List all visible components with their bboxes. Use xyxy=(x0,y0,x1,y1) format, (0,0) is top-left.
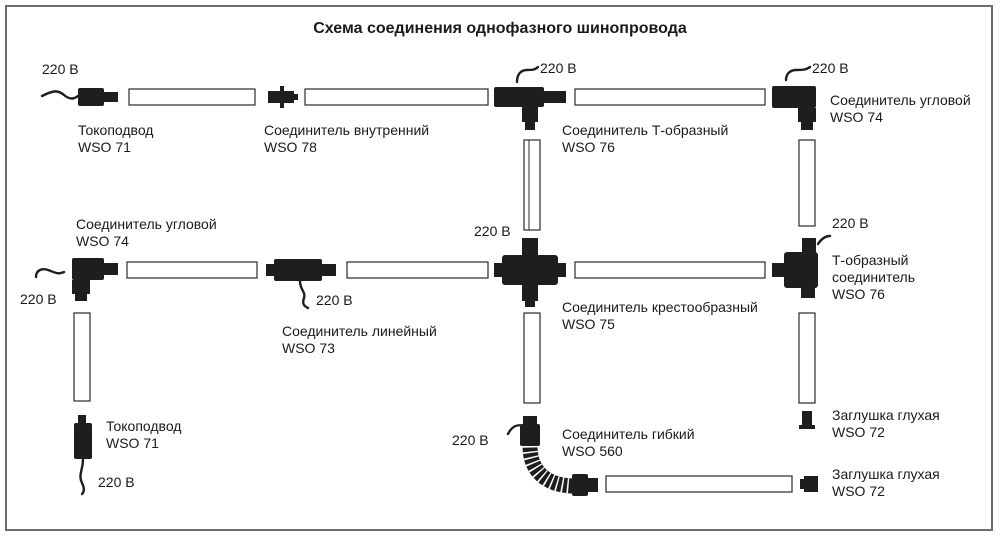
track-bottom xyxy=(605,475,793,493)
tee-connector-top xyxy=(494,65,566,130)
track-mid-3 xyxy=(574,261,766,279)
voltage-label-flex: 220 В xyxy=(452,432,489,448)
track-vert-center-bottom xyxy=(523,312,541,404)
feed-connector-bottom xyxy=(74,415,92,496)
linear-connector xyxy=(266,259,336,310)
flexible-connector xyxy=(506,416,598,496)
voltage-label-tee-top: 220 В xyxy=(540,60,577,76)
feed-connector-top xyxy=(40,88,118,106)
track-vert-right-bottom xyxy=(798,312,816,404)
voltage-label-cross: 220 В xyxy=(474,223,511,239)
track-vert-right-top xyxy=(798,139,816,227)
inner-connector xyxy=(268,86,298,108)
track-top-2 xyxy=(304,88,489,106)
track-mid-1 xyxy=(126,261,258,279)
voltage-label-feed-top: 220 В xyxy=(42,61,79,77)
cross-connector xyxy=(494,238,566,307)
voltage-label-feed-bottom: 220 В xyxy=(98,474,135,490)
voltage-label-corner-top: 220 В xyxy=(812,60,849,76)
voltage-label-corner-left: 220 В xyxy=(20,291,57,307)
diagram-frame xyxy=(5,5,993,531)
corner-connector-top xyxy=(772,65,816,130)
voltage-label-tee-right: 220 В xyxy=(832,215,869,231)
voltage-label-linear: 220 В xyxy=(316,292,353,308)
end-cap-lower xyxy=(800,476,818,492)
corner-connector-left xyxy=(34,258,118,301)
track-mid-2 xyxy=(346,261,489,279)
track-top-1 xyxy=(128,88,256,106)
track-vert-left xyxy=(73,312,91,402)
tee-connector-right xyxy=(772,234,832,298)
end-cap-upper xyxy=(799,411,815,429)
diagram-title: Схема соединения однофазного шинопровода xyxy=(313,20,687,37)
track-vert-center-top xyxy=(523,139,541,231)
track-top-3 xyxy=(574,88,766,106)
